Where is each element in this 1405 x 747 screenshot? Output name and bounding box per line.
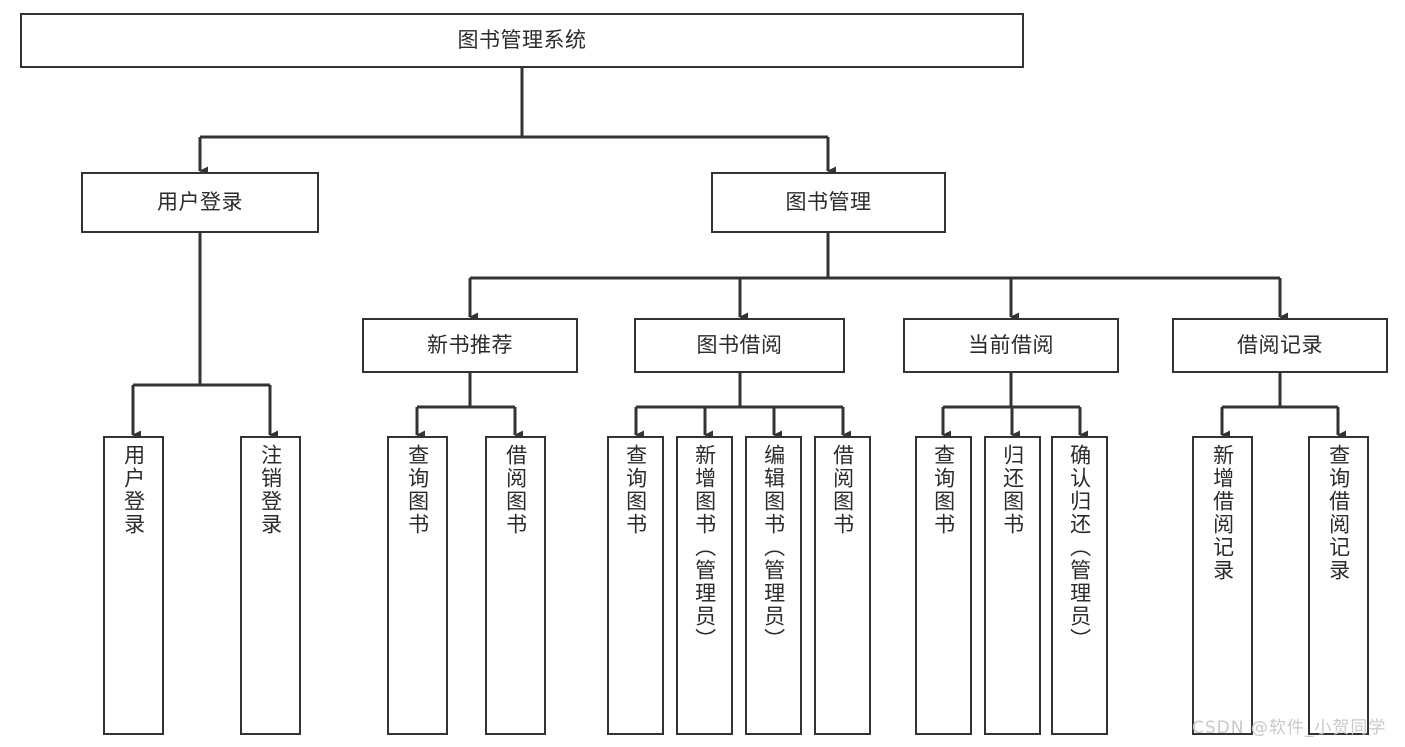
node-current-borrow-label: 当前借阅 <box>968 332 1054 357</box>
node-root-label: 图书管理系统 <box>457 27 587 52</box>
node-leaf-user-login[interactable]: 用户登录 <box>103 436 164 735</box>
node-leaf-borrow-book-1[interactable]: 借阅图书 <box>485 436 546 735</box>
node-book-borrow[interactable]: 图书借阅 <box>634 318 845 373</box>
node-leaf-edit-book-admin-label: 编辑图书（管理员） <box>761 444 786 651</box>
node-leaf-borrow-book-1-label: 借阅图书 <box>503 444 528 536</box>
node-leaf-confirm-return-admin-label: 确认归还（管理员） <box>1067 444 1092 651</box>
node-leaf-borrow-book-2-label: 借阅图书 <box>830 444 855 536</box>
node-leaf-query-book-3[interactable]: 查询图书 <box>915 436 972 735</box>
node-leaf-borrow-book-2[interactable]: 借阅图书 <box>814 436 871 735</box>
node-leaf-query-book-2[interactable]: 查询图书 <box>607 436 664 735</box>
node-leaf-return-book-label: 归还图书 <box>1000 444 1025 536</box>
node-leaf-logout-login-label: 注销登录 <box>258 444 283 536</box>
node-leaf-query-book-1-label: 查询图书 <box>405 444 430 536</box>
node-book-borrow-label: 图书借阅 <box>696 332 783 357</box>
node-leaf-add-book-admin-label: 新增图书（管理员） <box>692 444 717 651</box>
node-borrow-record[interactable]: 借阅记录 <box>1172 318 1388 373</box>
node-user-login-label: 用户登录 <box>157 189 243 214</box>
node-leaf-query-book-1[interactable]: 查询图书 <box>387 436 448 735</box>
node-user-login[interactable]: 用户登录 <box>81 172 319 233</box>
node-leaf-add-borrow-record-label: 新增借阅记录 <box>1210 444 1235 582</box>
watermark-text: CSDN @软件_小贺同学 <box>1192 718 1387 738</box>
node-leaf-edit-book-admin[interactable]: 编辑图书（管理员） <box>745 436 802 735</box>
node-leaf-query-borrow-record[interactable]: 查询借阅记录 <box>1308 436 1369 735</box>
node-leaf-logout-login[interactable]: 注销登录 <box>240 436 301 735</box>
node-leaf-confirm-return-admin[interactable]: 确认归还（管理员） <box>1051 436 1108 735</box>
node-leaf-add-borrow-record[interactable]: 新增借阅记录 <box>1192 436 1253 735</box>
node-root[interactable]: 图书管理系统 <box>20 13 1024 68</box>
node-new-book-recommend-label: 新书推荐 <box>427 332 513 357</box>
node-leaf-return-book[interactable]: 归还图书 <box>984 436 1041 735</box>
node-new-book-recommend[interactable]: 新书推荐 <box>362 318 578 373</box>
node-book-manage-label: 图书管理 <box>785 189 872 214</box>
node-book-manage[interactable]: 图书管理 <box>711 172 946 233</box>
node-current-borrow[interactable]: 当前借阅 <box>903 318 1119 373</box>
node-leaf-query-borrow-record-label: 查询借阅记录 <box>1326 444 1351 582</box>
node-leaf-add-book-admin[interactable]: 新增图书（管理员） <box>676 436 733 735</box>
node-leaf-user-login-label: 用户登录 <box>121 444 146 536</box>
node-leaf-query-book-3-label: 查询图书 <box>931 444 956 536</box>
node-leaf-query-book-2-label: 查询图书 <box>623 444 648 536</box>
node-borrow-record-label: 借阅记录 <box>1237 332 1323 357</box>
